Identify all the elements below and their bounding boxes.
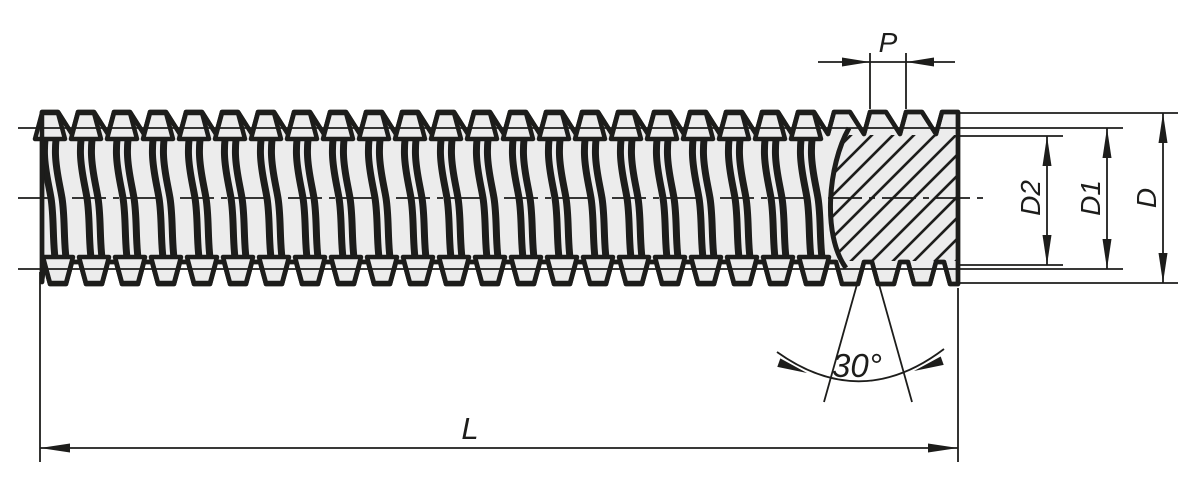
dimension-pitch: P [818, 27, 955, 109]
dimension-flank-angle: 30° [776, 262, 945, 403]
dimension-diameters: D2 D1 D [1015, 113, 1168, 283]
arrow-right-icon [928, 443, 958, 453]
arrow-arc-right-icon [914, 356, 944, 371]
reference-lines [18, 112, 1178, 284]
d-label: D [1131, 188, 1162, 208]
arrow-left-icon [40, 443, 70, 453]
arrow-up-icon [1102, 128, 1112, 158]
arrow-arc-left-icon [777, 358, 807, 373]
arrow-up-icon [1042, 136, 1052, 166]
section-boundary [827, 126, 852, 270]
arrow-left-icon [906, 57, 934, 67]
d1-label: D1 [1075, 180, 1106, 216]
pitch-label: P [879, 27, 898, 58]
arrow-up-icon [1158, 113, 1168, 143]
d2-label: D2 [1015, 180, 1046, 216]
arrow-right-icon [842, 57, 870, 67]
arrow-down-icon [1042, 235, 1052, 265]
dimension-length: L [39, 272, 959, 462]
length-label: L [461, 411, 478, 446]
arrow-down-icon [1158, 253, 1168, 283]
threaded-rod [32, 109, 961, 287]
flank-angle-label: 30° [832, 347, 882, 384]
arrow-down-icon [1102, 239, 1112, 269]
